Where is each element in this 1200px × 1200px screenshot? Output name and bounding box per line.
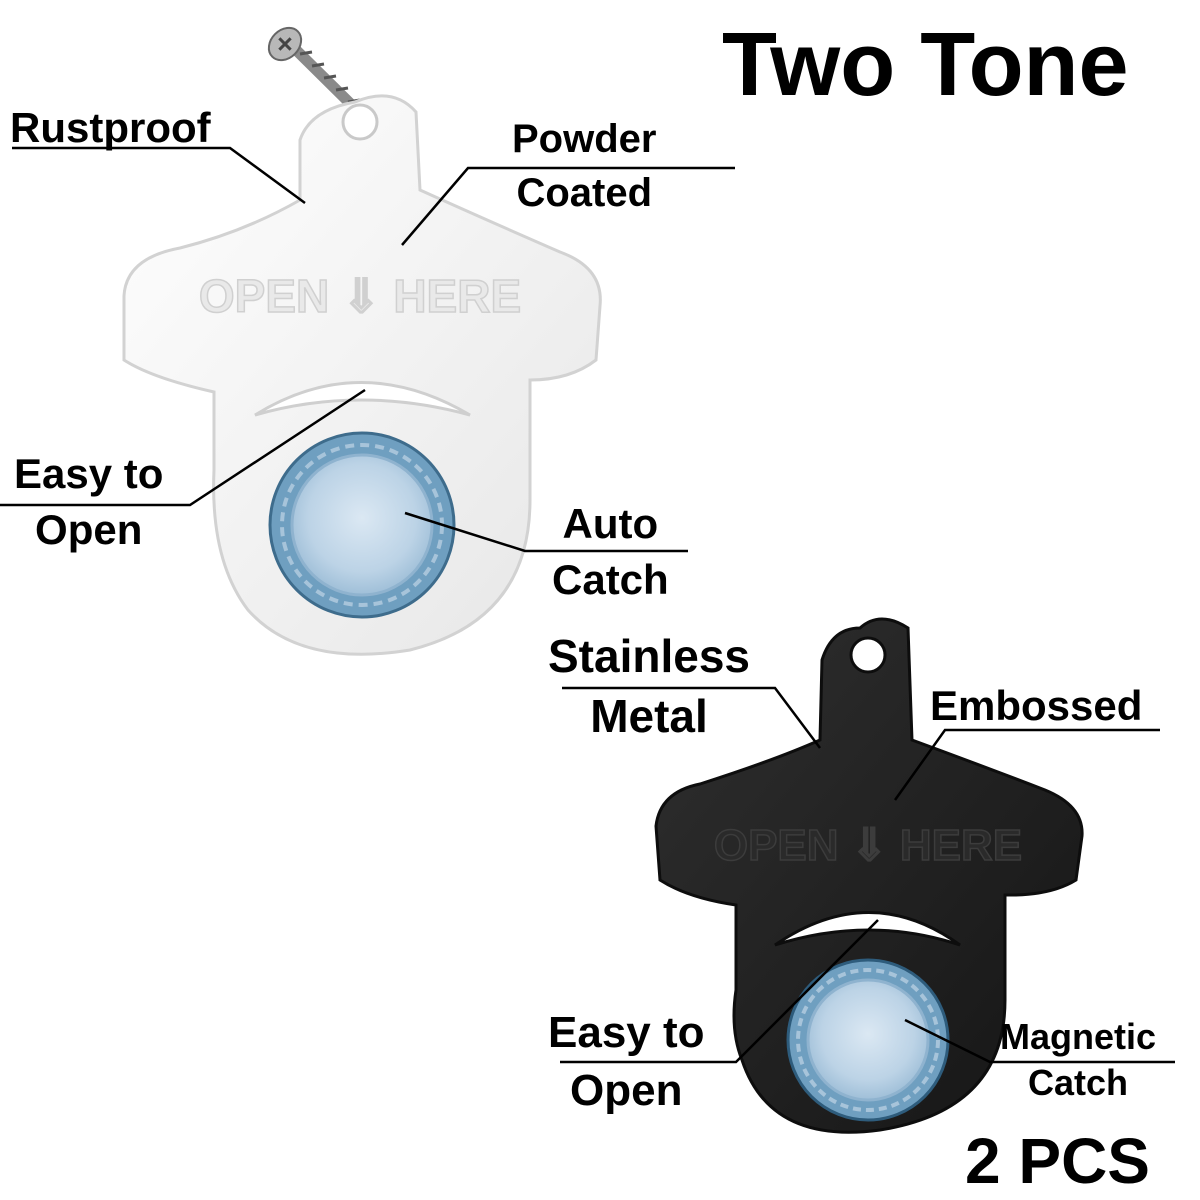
- headline: Two Tone: [722, 15, 1129, 115]
- black-bottle-opener: OPEN ⇓ HERE: [654, 617, 1084, 1134]
- callout-lines: [0, 146, 1175, 1064]
- label-auto-catch: Auto Catch: [552, 500, 669, 604]
- label-powder-coated: Powder Coated: [512, 117, 657, 215]
- white-bottle-cap: [268, 431, 456, 619]
- quantity-badge: 2 PCS: [965, 1125, 1150, 1197]
- label-rustproof: Rustproof: [10, 104, 211, 151]
- label-embossed: Embossed: [930, 682, 1143, 729]
- label-magnetic-catch: Magnetic Catch: [1000, 1016, 1157, 1103]
- black-bottle-cap: [786, 958, 950, 1122]
- white-bottle-opener: OPEN ⇓ HERE: [122, 94, 602, 656]
- label-easy-to-open-black: Easy to Open: [548, 1008, 705, 1116]
- black-emboss-text: OPEN ⇓ HERE: [714, 821, 1022, 870]
- label-easy-to-open-white: Easy to Open: [14, 450, 164, 554]
- white-emboss-text: OPEN ⇓ HERE: [199, 270, 521, 322]
- label-stainless-metal: Stainless Metal: [548, 630, 750, 743]
